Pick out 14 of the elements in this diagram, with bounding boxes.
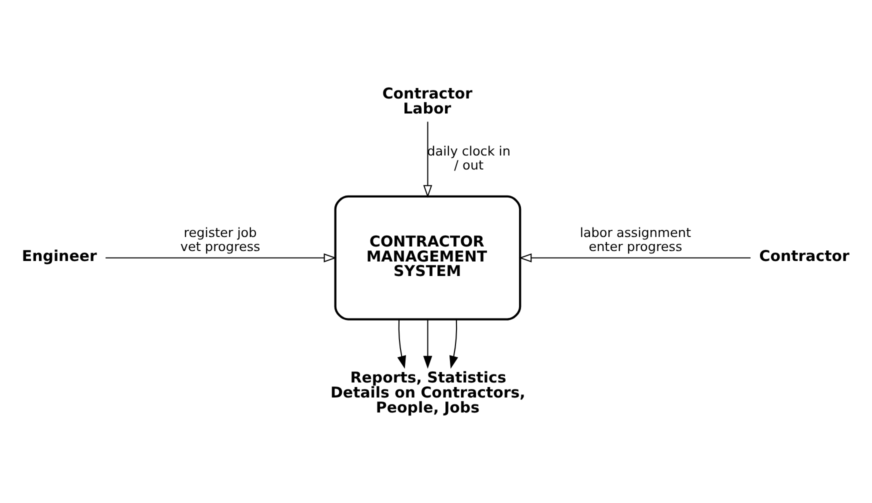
node-text: Contractor [759,246,850,264]
arrow [518,252,751,262]
arrow [106,252,337,262]
edge-label: labor assignment enter progress [580,226,691,255]
edge-label: register job vet progress [180,226,260,255]
node-text: Reports, Statistics Details on Contractors, People, Jobs [330,368,526,416]
node-text: Engineer [22,246,97,264]
arrow [449,318,458,368]
arrow [397,318,406,368]
arrow [423,121,432,198]
edge-label: daily clock in / out [427,144,510,173]
node-text: Contractor Labor [382,84,472,117]
arrow [423,318,432,368]
node-box: CONTRACTOR MANAGEMENT SYSTEM [334,194,522,320]
